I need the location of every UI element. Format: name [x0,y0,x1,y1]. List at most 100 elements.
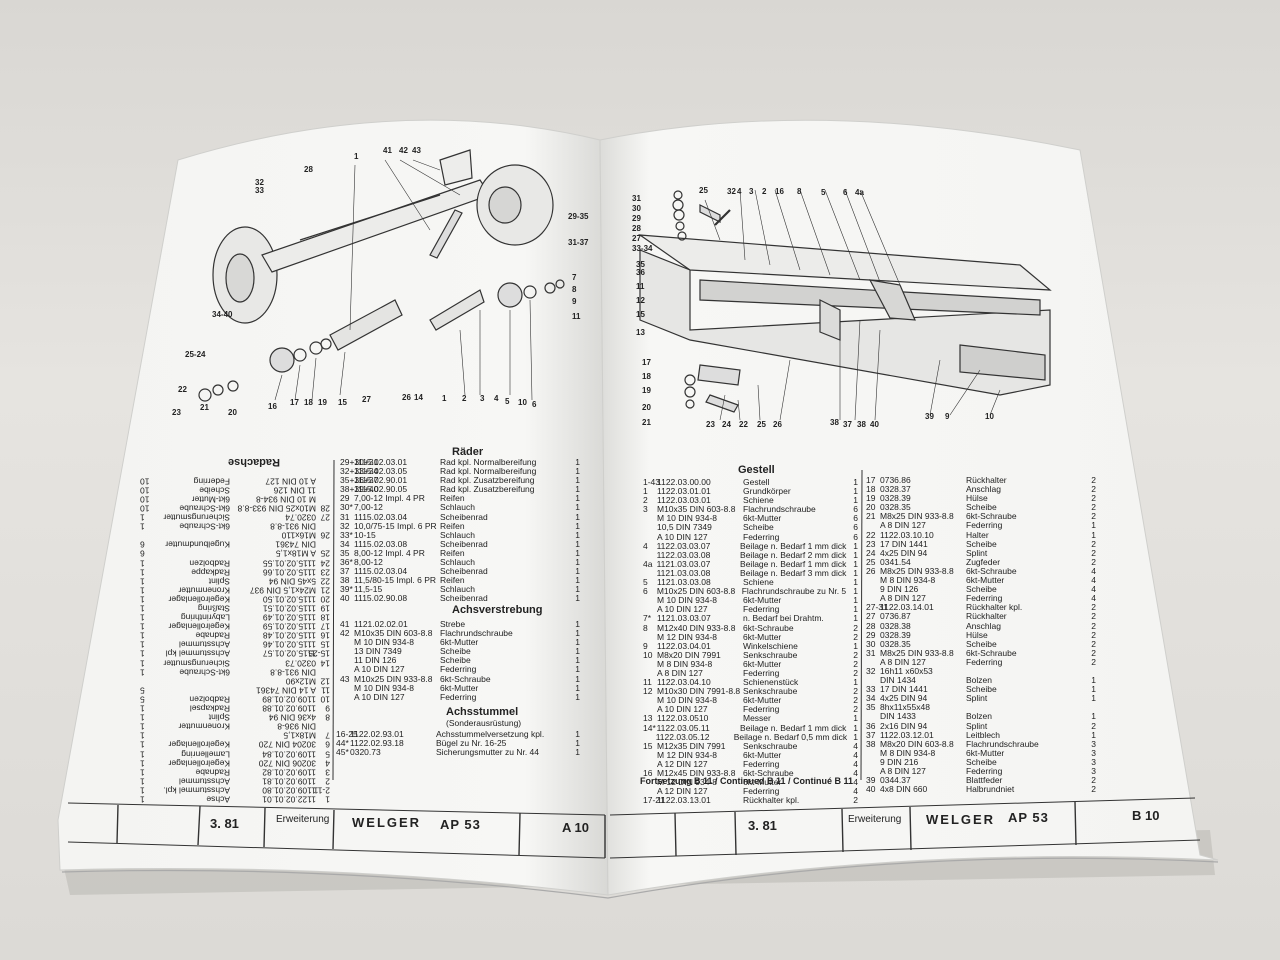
quantity [140,531,152,540]
part-description: Flachrundschraube zu Nr. 5 [741,586,847,597]
part-description: Federring [966,656,1003,667]
part-description: Reifen [440,575,465,586]
part-description: Kegelrollenlager [168,594,230,605]
item-number [340,647,354,656]
item-number: 3 [643,504,648,515]
quantity: 4 [853,786,858,797]
item-number [866,758,880,767]
item-number: 17-21 [643,795,665,806]
part-number: 2x16 DIN 94 [880,720,928,731]
part-description: Halter [966,529,989,540]
item-number: 2 [325,776,330,787]
item-number: 23 [320,567,330,578]
frame-body [639,249,1051,396]
figure-reference-number: 12 [636,296,645,305]
left-footer-frame [67,802,606,859]
part-number: 1122.03.01.01 [657,486,711,497]
quantity: 2 [1091,638,1096,649]
item-number: 29 [340,493,350,504]
part-description: Scheibe [966,756,997,767]
left-footer-page: A 10 [562,820,589,835]
part-description: 6kt-Mutter [743,631,782,642]
part-description: 6kt-Mutter [743,513,782,524]
part-number: 0736.86 [880,475,911,485]
quantity: 1 [140,758,145,768]
item-number: 5 [325,748,330,759]
quantity: 1 [575,502,580,513]
quantity: 1 [575,628,580,639]
part-number: 1115.02.01.66 [262,567,316,578]
quantity: 1 [1091,529,1096,540]
part-description: Federring [440,664,477,675]
part-number: 0328.35 [880,638,911,649]
item-number: 27 [320,512,330,523]
quantity: 1 [853,577,858,588]
item-number: 40 [866,784,876,795]
sonder-label: (Sonderausrüstung) [446,718,522,728]
figure-reference-number: 30 [632,204,641,213]
part-number: M10x30 DIN 7991-8.8 [657,686,741,697]
part-description: Rückhalter kpl. [966,602,1023,613]
part-number: A 8 DIN 127 [880,593,926,604]
frame-top [637,234,1052,291]
part-number: A 10 DIN 127 [265,476,316,487]
part-number: 5x45 DIN 94 [268,576,316,587]
quantity: 1 [853,613,858,624]
quantity: 1 [853,595,858,606]
part-description: 6kt-Mutter [966,747,1005,758]
item-number [643,660,657,669]
part-number: 1115.02.01.57 [262,648,316,659]
part-description: Rad kpl. Zusatzbereifung [440,475,535,486]
item-number [340,693,354,702]
part-description [152,549,230,558]
item-number: 10 [643,649,653,660]
figure-reference-number: 11 [572,312,581,321]
quantity: 2 [1091,502,1096,513]
raeder-header: Räder [452,446,484,458]
part-number: A 10 DIN 127 [354,664,405,675]
part-description: Winkelschiene [743,640,798,651]
part-number: 1109.02.01.88 [262,703,316,714]
figure-reference-number: 14 [414,393,423,402]
item-number: 40 [340,593,350,604]
part-description: Bolzen [966,675,992,686]
figure-reference-number: 33-34 [632,244,653,253]
figure-reference-number: 21 [200,403,209,412]
quantity: 1 [575,511,580,522]
figure-reference-number: 32 [255,178,264,187]
figure-reference-number: 9 [572,297,577,306]
part-number: M 10 DIN 934-8 [354,637,414,648]
item-number [340,638,354,647]
quantity: 1 [575,691,580,702]
quantity: 1 [575,575,580,586]
item-number: 30 [866,638,876,649]
part-number: 10,0/75-15 Impl. 6 PR [354,520,437,531]
quantity: 1 [853,731,858,742]
part-description: Scheibenrad [440,566,488,577]
part-number: 1115.02.01.59 [262,621,316,632]
item-number: 17 [320,621,330,632]
part-description: Rad kpl. Zusatzbereifung [440,484,535,495]
part-description: Zugfeder [966,556,1001,567]
item-number: 31 [866,647,876,658]
